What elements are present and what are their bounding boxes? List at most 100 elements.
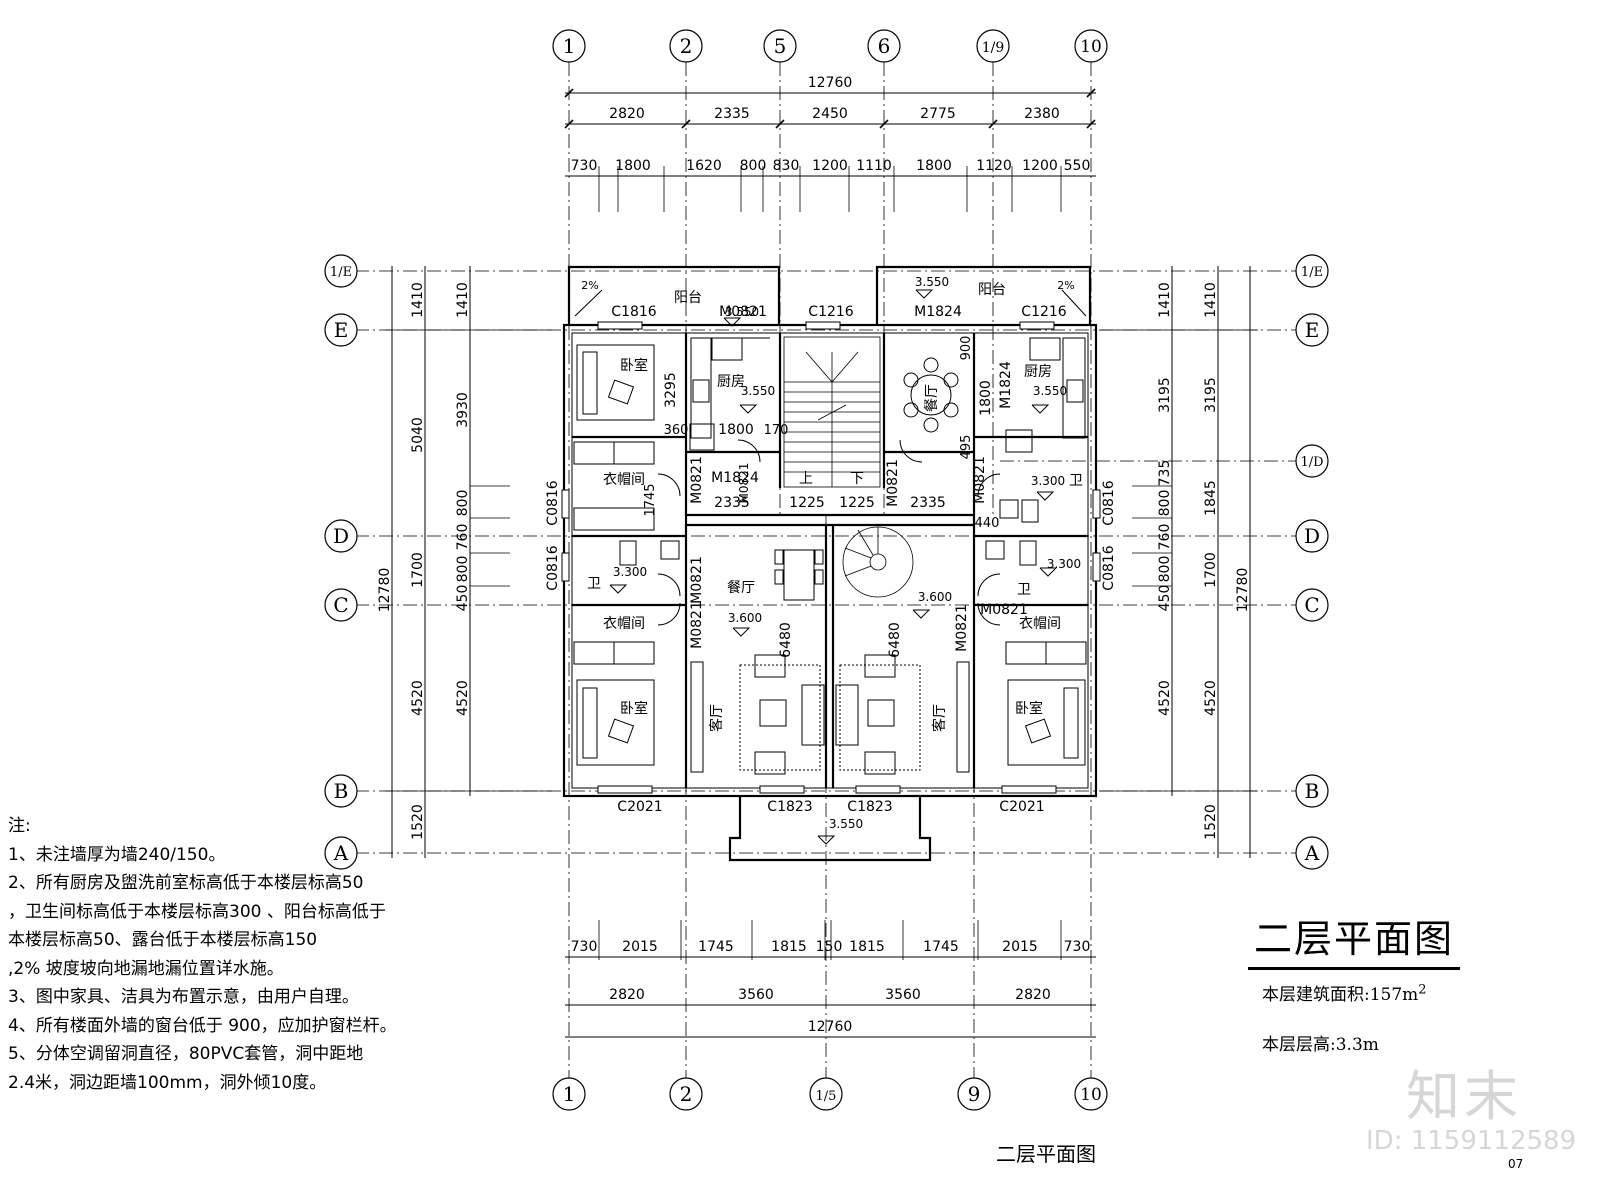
room-label-living: 客厅 bbox=[708, 704, 725, 732]
misc-dim: 1800 bbox=[978, 380, 994, 416]
dim-bottom-mid: 2820 bbox=[609, 987, 645, 1003]
dim-top-mid: 2820 bbox=[609, 106, 645, 122]
dim-bottom-mid: 3560 bbox=[885, 987, 921, 1003]
door-tag: M1824 bbox=[711, 470, 759, 486]
slope-mark: 2% bbox=[581, 279, 598, 292]
dim-left-outer: 5040 bbox=[410, 417, 426, 453]
note-line: 3、图中家具、洁具为布置示意，由用户自理。 bbox=[8, 987, 359, 1007]
note-line: 2.4米，洞边距墙100mm，洞外倾10度。 bbox=[8, 1072, 327, 1093]
stair-up-label: 上 bbox=[799, 471, 813, 487]
elevation-mark: 3.550 bbox=[741, 384, 775, 398]
elevation-mark: 3.300 bbox=[1047, 557, 1081, 571]
note-line: ，卫生间标高低于本楼层标高300 、阳台标高低于 bbox=[8, 901, 386, 922]
dim-bottom-detail: 1815 bbox=[771, 939, 807, 955]
dim-top-mid: 2335 bbox=[714, 106, 750, 122]
dim-bottom-total: 12760 bbox=[808, 1019, 853, 1035]
misc-dim: 900 bbox=[959, 336, 974, 361]
axis-label-bottom: 10 bbox=[1080, 1085, 1102, 1105]
watermark-logo: 知末 bbox=[1406, 1065, 1522, 1128]
floor-area: 本层建筑面积:157m2 bbox=[1262, 980, 1427, 1005]
dim-right-outer: 1700 bbox=[1203, 552, 1219, 588]
misc-dim: 1745 bbox=[643, 483, 658, 516]
window-tag: C1823 bbox=[847, 799, 892, 815]
window-tag: C0816 bbox=[1101, 545, 1117, 590]
axis-label-top: 6 bbox=[878, 34, 891, 58]
misc-dim: 440 bbox=[975, 516, 1000, 531]
misc-dim: 6480 bbox=[887, 622, 903, 658]
dim-bottom-detail: 1745 bbox=[698, 939, 734, 955]
room-label-balcony: 阳台 bbox=[674, 290, 702, 306]
room-label-wardrobe: 衣帽间 bbox=[603, 472, 645, 488]
dim-left-inner: 800 bbox=[455, 556, 471, 583]
window-tag: C0816 bbox=[545, 480, 561, 525]
dim-right-outer: 3195 bbox=[1203, 377, 1219, 413]
dim-top-detail: 730 bbox=[571, 158, 598, 174]
plan-title: 二层平面图 bbox=[1248, 908, 1461, 970]
dim-right-outer-total: 12780 bbox=[1235, 568, 1251, 613]
axis-label-left: C bbox=[333, 593, 348, 617]
note-line: 4、所有楼面外墙的窗台低于 900，应加护窗栏杆。 bbox=[8, 1015, 397, 1036]
door-tag: M0821 bbox=[689, 456, 705, 504]
elevation-mark: 3.600 bbox=[918, 590, 952, 604]
door-tag: M1824 bbox=[914, 304, 962, 320]
window-tag: C1216 bbox=[808, 304, 853, 320]
door-tag: M0821 bbox=[885, 459, 901, 507]
page-number: 07 bbox=[1508, 1157, 1524, 1171]
axis-label-top: 10 bbox=[1080, 37, 1102, 57]
dim-top-detail: 550 bbox=[1064, 158, 1091, 174]
dim-right-inner: 760 bbox=[1157, 524, 1173, 551]
elevation-mark: 3.300 bbox=[613, 565, 647, 579]
window-tag: C2021 bbox=[999, 799, 1044, 815]
bottom-caption: 二层平面图 bbox=[996, 1142, 1096, 1166]
room-label-bedroom: 卧室 bbox=[620, 700, 648, 717]
plan-title-block: 二层平面图 bbox=[1248, 908, 1461, 970]
room-label-bedroom: 卧室 bbox=[620, 357, 648, 374]
axis-label-left: E bbox=[334, 318, 349, 342]
window-tag: C1816 bbox=[611, 304, 656, 320]
dim-bottom-mid: 3560 bbox=[738, 987, 774, 1003]
room-label-balcony: 阳台 bbox=[978, 282, 1006, 298]
door-tag: M0821 bbox=[689, 601, 705, 649]
misc-dim: 6480 bbox=[778, 622, 794, 658]
axis-label-left: 1/E bbox=[330, 265, 352, 280]
misc-dim: 3295 bbox=[663, 372, 679, 408]
door-tag: M0821 bbox=[737, 463, 751, 504]
dim-left-inner: 800 bbox=[455, 490, 471, 517]
dim-top-detail: 1110 bbox=[856, 158, 892, 174]
axis-label-top: 5 bbox=[774, 34, 787, 58]
axis-label-left: A bbox=[333, 841, 349, 865]
dim-left-outer: 4520 bbox=[410, 680, 426, 716]
dim-right-inner-extra: 450 bbox=[1157, 585, 1173, 612]
misc-dim: 1800 bbox=[718, 422, 754, 438]
dim-left-inner: 760 bbox=[455, 524, 471, 551]
axis-label-right: C bbox=[1304, 593, 1319, 617]
dim-top-mid: 2450 bbox=[812, 106, 848, 122]
dim-right-inner: 735 bbox=[1157, 460, 1173, 487]
dim-top-detail: 1620 bbox=[686, 158, 722, 174]
dim-top-detail: 830 bbox=[773, 158, 800, 174]
door-tag: M0821 bbox=[719, 304, 767, 320]
elevation-mark: 3.300 bbox=[1031, 474, 1065, 488]
axis-label-bottom: 1/5 bbox=[816, 1089, 837, 1104]
door-tag: M0821 bbox=[980, 602, 1028, 618]
note-line: 2、所有厨房及盥洗前室标高低于本楼层标高50 bbox=[8, 873, 364, 893]
axis-label-right: E bbox=[1305, 318, 1320, 342]
door-tag: M0821 bbox=[972, 456, 988, 504]
room-label-bedroom: 卧室 bbox=[1015, 700, 1043, 717]
axis-label-top: 1 bbox=[563, 34, 576, 58]
misc-dim: 360 bbox=[664, 423, 689, 438]
axis-label-right: 1/E bbox=[1301, 265, 1323, 280]
dim-bottom-detail: 730 bbox=[571, 939, 598, 955]
dim-top-total: 12760 bbox=[808, 75, 853, 91]
dim-bottom-detail: 1745 bbox=[923, 939, 959, 955]
axis-label-left: B bbox=[334, 779, 349, 803]
dim-top-detail: 1120 bbox=[976, 158, 1012, 174]
dim-left-outer: 1520 bbox=[410, 804, 426, 840]
window-tag: C2021 bbox=[617, 799, 662, 815]
door-tag: M0821 bbox=[954, 604, 970, 652]
dim-bottom-detail: 2015 bbox=[622, 939, 658, 955]
dim-right-inner: 800 bbox=[1157, 490, 1173, 517]
dim-bottom-mid: 2820 bbox=[1015, 987, 1051, 1003]
dim-right-inner: 3195 bbox=[1157, 377, 1173, 413]
dim-top-detail: 1800 bbox=[916, 158, 952, 174]
